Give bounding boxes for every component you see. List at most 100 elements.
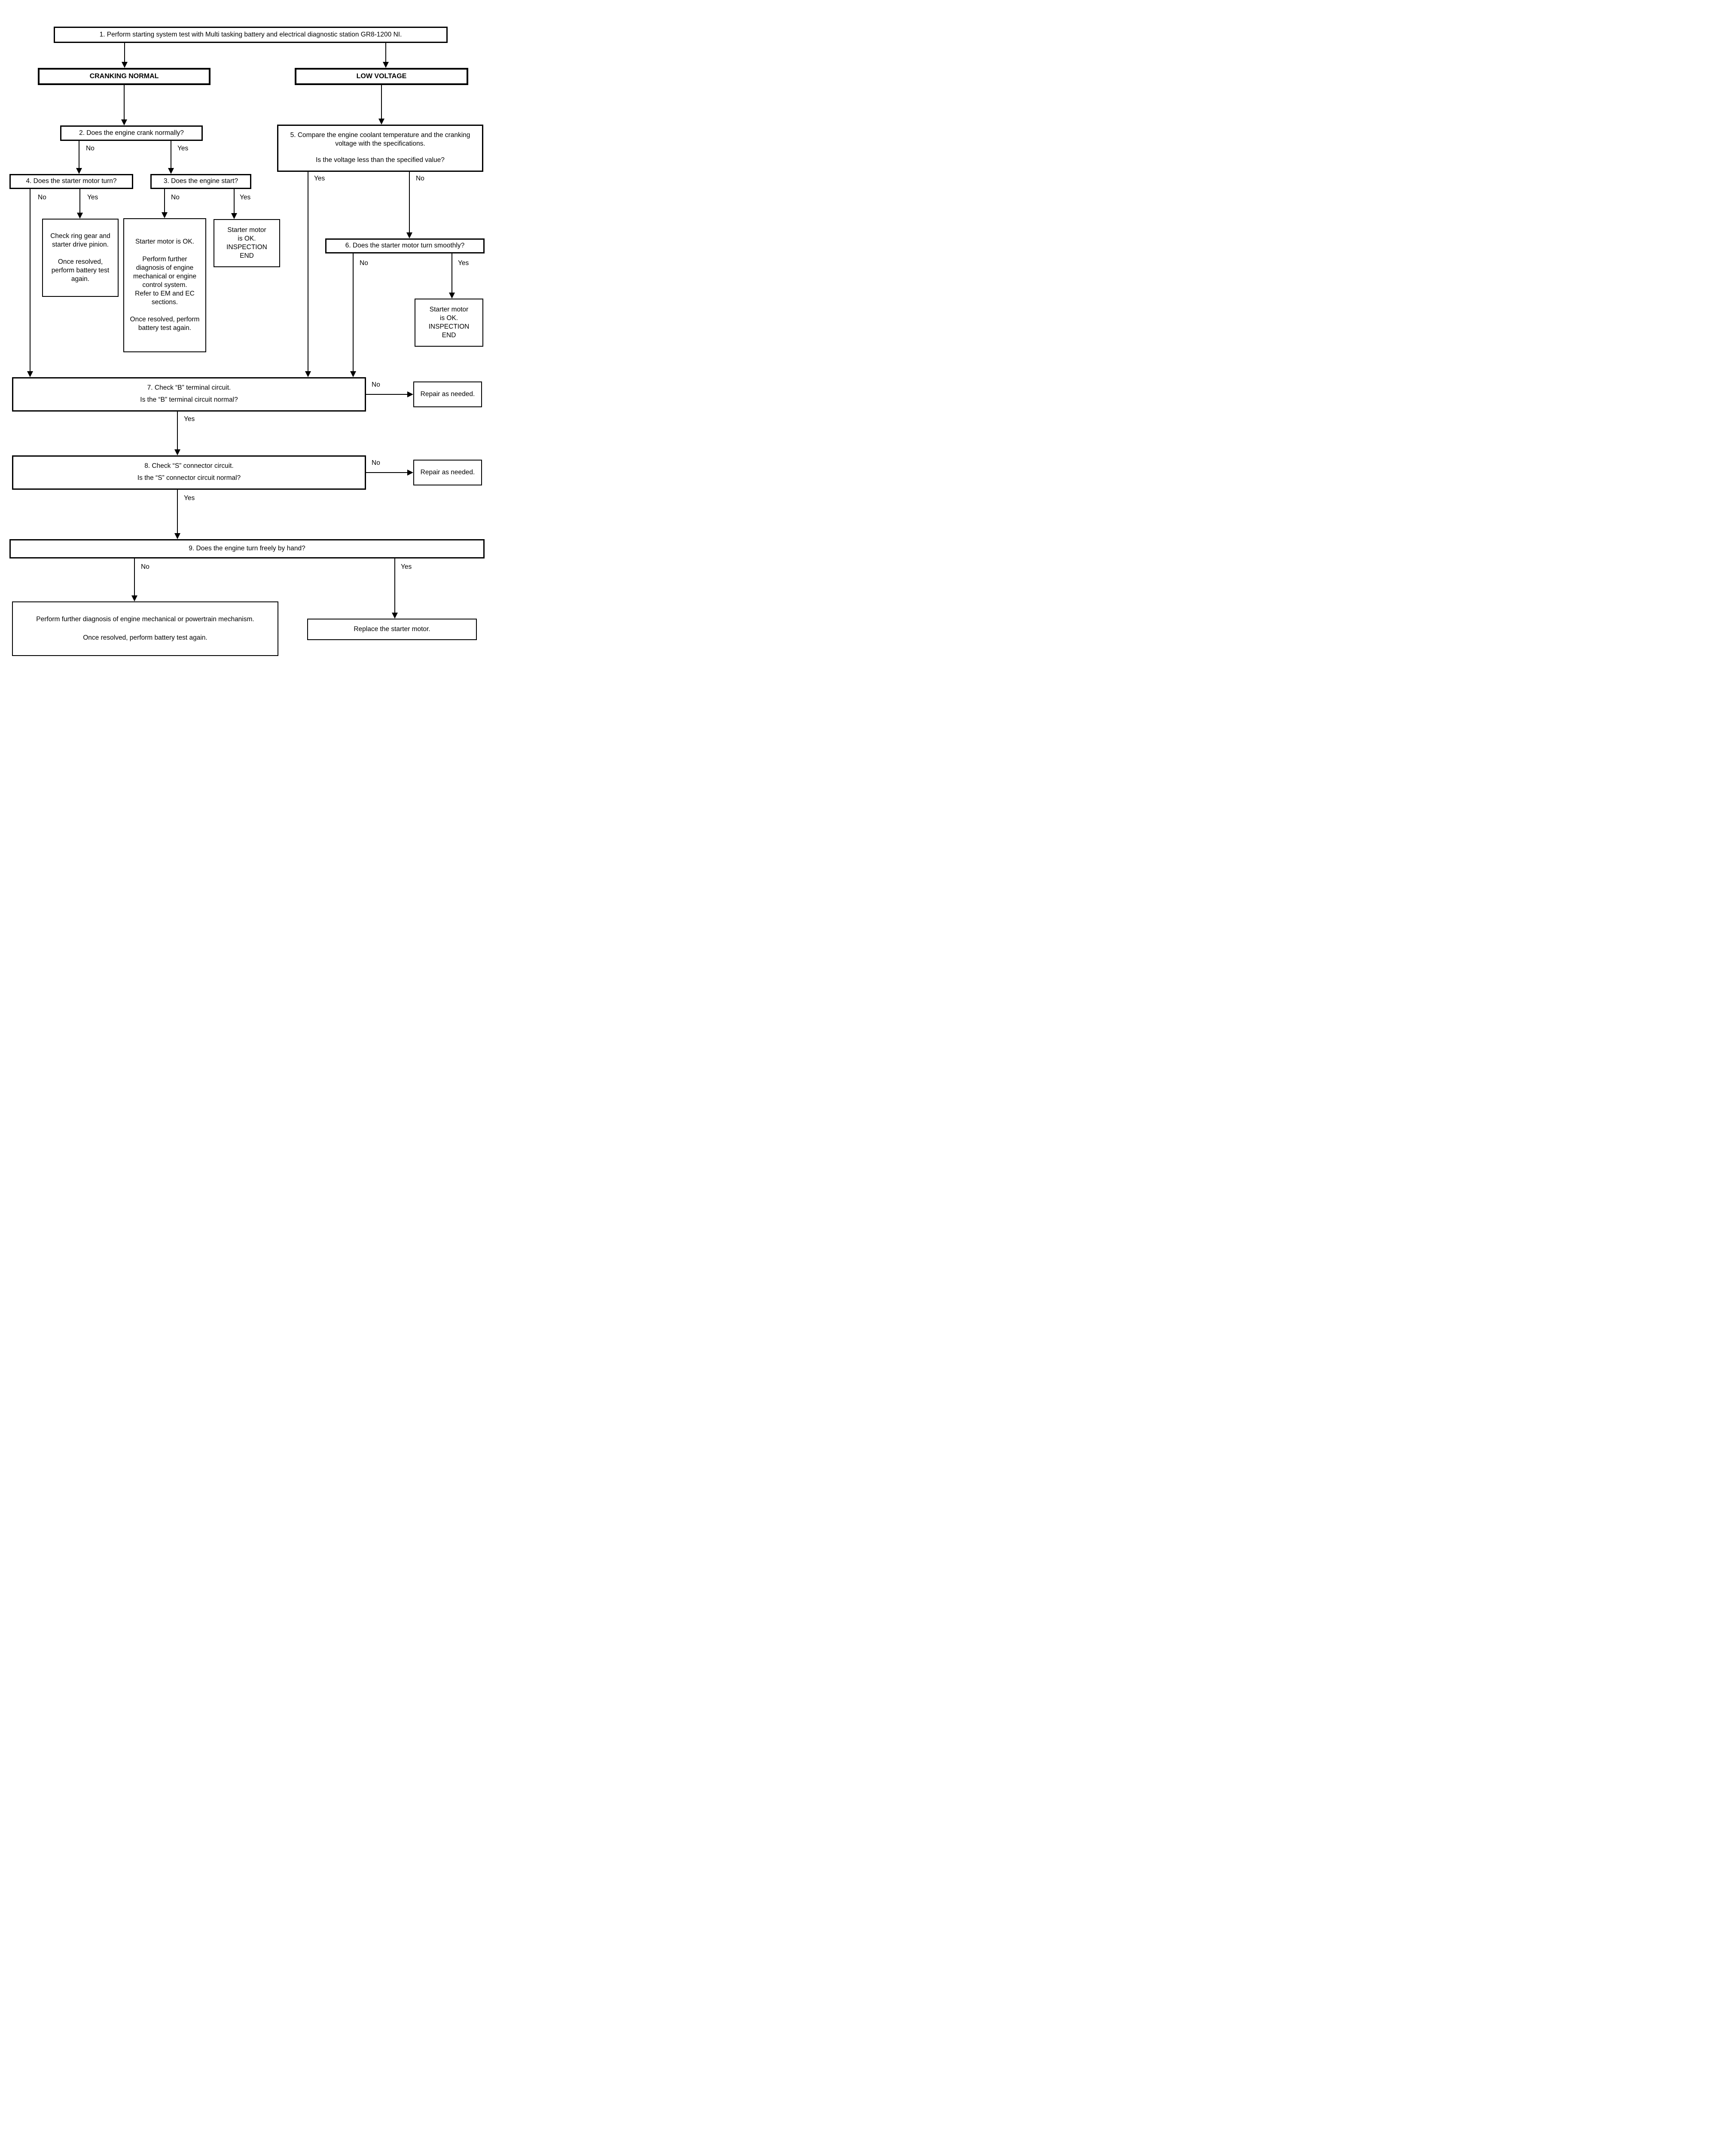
- label-q4-no: No: [38, 194, 46, 201]
- node-inspection-end-left-line2: is OK.: [238, 235, 256, 242]
- node-inspection-end-left-line1: Starter motor: [227, 226, 266, 234]
- node-step1-text: 1. Perform starting system test with Mul…: [99, 31, 402, 38]
- edge-q4-no-arrowhead: [27, 371, 33, 377]
- label-q5-yes: Yes: [314, 175, 325, 182]
- label-q6-yes: Yes: [458, 259, 469, 267]
- node-q4: 4. Does the starter motor turn?: [9, 174, 133, 189]
- node-q3-text: 3. Does the engine start?: [163, 177, 238, 185]
- node-replace-starter: Replace the starter motor.: [307, 619, 477, 640]
- edge-q8-yes-line: [177, 490, 178, 534]
- node-cranking-normal-text: CRANKING NORMAL: [89, 72, 159, 80]
- node-q2: 2. Does the engine crank normally?: [60, 125, 203, 141]
- edge-q4-yes-line: [79, 189, 80, 214]
- node-inspection-end-left-line4: END: [240, 252, 254, 260]
- node-q6-text: 6. Does the starter motor turn smoothly?: [345, 242, 465, 250]
- edge-q5-yes-arrowhead: [305, 371, 311, 377]
- label-q2-no: No: [86, 145, 95, 152]
- node-replace-starter-text: Replace the starter motor.: [354, 625, 430, 633]
- edge-cranking-q2-line: [124, 85, 125, 120]
- node-q8-question-bottom: Is the “S” connector circuit normal?: [137, 474, 241, 482]
- node-repair1-text: Repair as needed.: [420, 390, 475, 398]
- edge-q3-yes-arrowhead: [231, 213, 237, 219]
- node-q7: 7. Check “B” terminal circuit. Is the “B…: [12, 377, 366, 412]
- label-q3-no: No: [171, 194, 180, 201]
- node-starter-ok-diagnose: Starter motor is OK. Perform further dia…: [123, 218, 206, 352]
- label-q9-yes: Yes: [401, 563, 412, 571]
- edge-q3-no-line: [164, 189, 165, 213]
- edge-step1-lowvoltage-line: [385, 43, 386, 63]
- edge-lowvoltage-q5-arrowhead: [378, 119, 384, 125]
- node-q2-text: 2. Does the engine crank normally?: [79, 129, 184, 137]
- edge-step1-lowvoltage-arrowhead: [383, 62, 389, 68]
- node-q5: 5. Compare the engine coolant temperatur…: [277, 125, 483, 172]
- label-q7-no: No: [372, 381, 380, 388]
- edge-q7-yes-arrowhead: [174, 449, 180, 455]
- node-inspection-end-right-line1: Starter motor: [429, 305, 469, 313]
- edge-q2-yes-arrowhead: [168, 168, 174, 174]
- edge-q3-no-arrowhead: [162, 212, 168, 218]
- node-q3: 3. Does the engine start?: [150, 174, 251, 189]
- edge-q9-no-arrowhead: [131, 595, 137, 601]
- edge-q5-no-arrowhead: [406, 232, 412, 238]
- edge-lowvoltage-q5-line: [381, 85, 382, 119]
- node-starter-ok-diagnose-para4: Once resolved, perform battery test agai…: [130, 316, 200, 332]
- node-inspection-end-right-line3: INSPECTION: [428, 323, 470, 330]
- edge-q9-no-line: [134, 558, 135, 596]
- node-inspection-end-right: Starter motor is OK. INSPECTION END: [415, 299, 483, 347]
- node-low-voltage: LOW VOLTAGE: [295, 68, 468, 85]
- edge-step1-cranking-line: [124, 43, 125, 63]
- edge-q7-no-arrowhead: [407, 391, 413, 397]
- edge-q6-no-line: [353, 253, 354, 372]
- node-q7-question-top: 7. Check “B” terminal circuit.: [147, 384, 231, 391]
- label-q2-yes: Yes: [177, 145, 189, 152]
- node-inspection-end-left: Starter motor is OK. INSPECTION END: [214, 219, 280, 267]
- node-repair1: Repair as needed.: [413, 381, 482, 407]
- node-check-ring-gear: Check ring gear and starter drive pinion…: [42, 219, 119, 297]
- label-q8-yes: Yes: [184, 494, 195, 502]
- node-starter-ok-diagnose-para1: Starter motor is OK.: [135, 238, 194, 246]
- node-starter-ok-diagnose-para2: Perform further diagnosis of engine mech…: [133, 255, 197, 289]
- node-diagnose-mechanical: Perform further diagnosis of engine mech…: [12, 601, 278, 656]
- edge-q3-yes-line: [234, 189, 235, 214]
- edge-q7-no-line: [366, 394, 407, 395]
- node-q9-text: 9. Does the engine turn freely by hand?: [189, 545, 305, 552]
- node-q8: 8. Check “S” connector circuit. Is the “…: [12, 455, 366, 490]
- node-q7-question-bottom: Is the “B” terminal circuit normal?: [140, 396, 238, 403]
- edge-q7-yes-line: [177, 412, 178, 450]
- edge-q8-no-arrowhead: [407, 470, 413, 476]
- edge-q4-no-line: [30, 189, 31, 372]
- node-q5-question-top: 5. Compare the engine coolant temperatur…: [290, 131, 470, 148]
- node-diagnose-mechanical-para1: Perform further diagnosis of engine mech…: [36, 616, 254, 623]
- node-q4-text: 4. Does the starter motor turn?: [26, 177, 117, 185]
- node-q8-question-top: 8. Check “S” connector circuit.: [144, 462, 234, 470]
- label-q5-no: No: [416, 175, 424, 182]
- node-repair2-text: Repair as needed.: [420, 468, 475, 476]
- label-q6-no: No: [360, 259, 368, 267]
- edge-q8-yes-arrowhead: [174, 533, 180, 539]
- edge-q6-yes-arrowhead: [449, 293, 455, 299]
- node-check-ring-gear-para1: Check ring gear and starter drive pinion…: [50, 232, 110, 248]
- edge-q2-no-arrowhead: [76, 168, 82, 174]
- node-q9: 9. Does the engine turn freely by hand?: [9, 539, 485, 558]
- node-diagnose-mechanical-para2: Once resolved, perform battery test agai…: [83, 634, 207, 641]
- edge-q8-no-line: [366, 472, 407, 473]
- label-q4-yes: Yes: [87, 194, 98, 201]
- node-q5-question-bottom: Is the voltage less than the specified v…: [316, 156, 445, 164]
- edge-q5-no-line: [409, 172, 410, 233]
- node-cranking-normal: CRANKING NORMAL: [38, 68, 211, 85]
- flowchart-canvas: 1. Perform starting system test with Mul…: [0, 0, 496, 672]
- label-q9-no: No: [141, 563, 149, 571]
- node-check-ring-gear-para2: Once resolved, perform battery test agai…: [51, 258, 110, 283]
- node-inspection-end-right-line4: END: [442, 332, 456, 339]
- label-q8-no: No: [372, 459, 380, 467]
- node-starter-ok-diagnose-para3: Refer to EM and EC sections.: [135, 290, 195, 306]
- node-inspection-end-right-line2: is OK.: [439, 314, 458, 322]
- edge-q9-yes-arrowhead: [392, 613, 398, 619]
- edge-cranking-q2-arrowhead: [121, 119, 127, 125]
- node-q6: 6. Does the starter motor turn smoothly?: [325, 238, 485, 253]
- edge-q6-no-arrowhead: [350, 371, 356, 377]
- node-low-voltage-text: LOW VOLTAGE: [356, 72, 407, 80]
- edge-q9-yes-line: [394, 558, 395, 613]
- node-step1: 1. Perform starting system test with Mul…: [54, 27, 448, 43]
- node-inspection-end-left-line3: INSPECTION: [226, 244, 267, 251]
